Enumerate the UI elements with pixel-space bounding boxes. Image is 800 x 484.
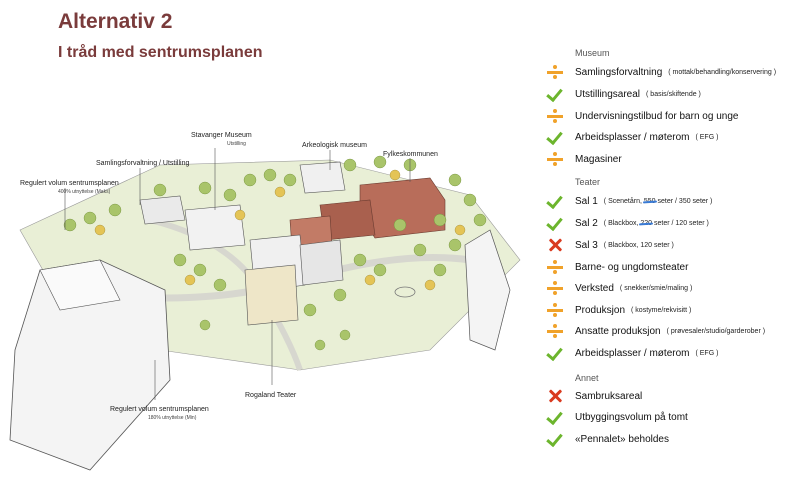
partial-icon xyxy=(545,149,565,169)
site-drawing xyxy=(9,148,521,471)
legend-item-note: ( EFG ) xyxy=(695,133,719,141)
legend-heading-teater: Teater xyxy=(575,177,601,187)
legend-note-pre: ( Scenetårn, xyxy=(603,197,642,205)
legend-item: «Pennalet» beholdes xyxy=(545,429,669,449)
check-icon xyxy=(545,191,565,211)
partial-icon xyxy=(545,62,565,82)
legend-item-note: ( mottak/behandling/konservering ) xyxy=(668,68,777,76)
legend-note-post: 120 seter ) xyxy=(640,241,674,249)
label-stavanger-museum-text: Stavanger Museum xyxy=(191,132,252,139)
check-icon xyxy=(545,127,565,147)
label-rogaland-teater: Rogaland Teater xyxy=(245,392,297,399)
label-regulert-bottom-text: Regulert volum sentrumsplanen xyxy=(110,406,209,413)
label-stavanger-museum-sub: Utstilling xyxy=(227,141,246,147)
legend-item: Produksjon ( kostyme/rekvisitt ) xyxy=(545,300,691,320)
partial-icon xyxy=(545,321,565,341)
check-icon xyxy=(545,84,565,104)
legend-item: Magasiner xyxy=(545,149,622,169)
legend-item: Utbyggingsvolum på tomt xyxy=(545,407,688,427)
legend-note-post: seter / 120 seter ) xyxy=(654,219,709,227)
legend-item: Barne- og ungdomsteater xyxy=(545,257,688,277)
legend-item-note: ( Scenetårn, 550 seter / 350 seter ) xyxy=(604,198,713,205)
legend-item-note: ( snekker/smie/maling ) xyxy=(619,284,693,292)
label-fylkeskommunen: Fylkeskommunen xyxy=(383,151,438,158)
legend-note-struck: 220 xyxy=(640,219,653,227)
legend-item-label: Magasiner xyxy=(575,153,622,165)
legend-item-label: Sal 2 xyxy=(575,217,598,229)
legend-item-label: Ansatte produksjon xyxy=(575,325,661,337)
legend-heading-museum: Museum xyxy=(575,48,610,58)
legend-note-post: seter / 350 seter ) xyxy=(657,197,713,205)
legend-item-label: Utbyggingsvolum på tomt xyxy=(575,411,688,423)
check-icon xyxy=(545,213,565,233)
label-stavanger-museum: Stavanger Museum Utstilling xyxy=(191,131,252,149)
legend-item-note: ( Blackbox, 220 seter / 120 seter ) xyxy=(604,220,709,227)
legend-item: Sambruksareal xyxy=(545,386,642,406)
label-regulert-top-sub: 400% utnyttelse (Maks) xyxy=(58,189,111,195)
legend-item-note: ( prøvesaler/studio/garderober ) xyxy=(666,327,766,335)
label-arkeologisk: Arkeologisk museum xyxy=(302,142,367,149)
cross-icon xyxy=(545,386,565,406)
partial-icon xyxy=(545,300,565,320)
slide-subtitle: I tråd med sentrumsplanen xyxy=(58,44,263,61)
legend-item: Sal 3 ( Blackbox, 120 seter ) xyxy=(545,235,674,255)
legend-item: Ansatte produksjon ( prøvesaler/studio/g… xyxy=(545,321,765,341)
label-regulert-top: Regulert volum sentrumsplanen 400% utnyt… xyxy=(20,179,119,197)
legend-item-label: Barne- og ungdomsteater xyxy=(575,261,689,273)
legend-item: Arbeidsplasser / møterom ( EFG ) xyxy=(545,127,718,147)
legend-item: Sal 1 ( Scenetårn, 550 seter / 350 seter… xyxy=(545,191,712,211)
legend-item-label: Samlingsforvaltning xyxy=(575,66,663,78)
legend-item-label: Utstillingsareal xyxy=(575,88,641,100)
legend-item-note: ( kostyme/rekvisitt ) xyxy=(631,306,692,314)
check-icon xyxy=(545,343,565,363)
legend-note-pre: ( Blackbox, xyxy=(603,219,639,227)
legend-item-label: Verksted xyxy=(575,282,614,294)
legend-item: Samlingsforvaltning ( mottak/behandling/… xyxy=(545,62,776,82)
legend-item-label: «Pennalet» beholdes xyxy=(575,433,669,445)
legend-item-label: Sal 3 xyxy=(575,239,598,251)
legend-item: Sal 2 ( Blackbox, 220 seter / 120 seter … xyxy=(545,213,709,233)
legend-heading-annet: Annet xyxy=(575,373,599,383)
legend-note-struck: 550 xyxy=(643,197,656,205)
legend-item-label: Sal 1 xyxy=(575,195,598,207)
legend-item-label: Arbeidsplasser / møterom xyxy=(575,347,690,359)
legend-item: Undervisningstilbud for barn og unge xyxy=(545,106,738,126)
legend-item-note: ( Blackbox, 120 seter ) xyxy=(604,242,674,249)
legend-item-note: ( basis/skiftende ) xyxy=(646,90,701,98)
check-icon xyxy=(545,429,565,449)
label-regulert-bottom-sub: 180% utnyttelse (Min) xyxy=(148,415,197,421)
partial-icon xyxy=(545,106,565,126)
legend-item-label: Undervisningstilbud for barn og unge xyxy=(575,110,739,122)
site-illustration: Regulert volum sentrumsplanen 400% utnyt… xyxy=(0,120,560,479)
legend-item: Utstillingsareal ( basis/skiftende ) xyxy=(545,84,701,104)
legend-note-pre: ( Blackbox, xyxy=(603,241,639,249)
legend-item: Arbeidsplasser / møterom ( EFG ) xyxy=(545,343,718,363)
partial-icon xyxy=(545,278,565,298)
legend-item-note: ( EFG ) xyxy=(695,349,719,357)
legend-item: Verksted ( snekker/smie/maling ) xyxy=(545,278,692,298)
legend-item-label: Sambruksareal xyxy=(575,390,643,402)
legend-item-label: Arbeidsplasser / møterom xyxy=(575,131,690,143)
check-icon xyxy=(545,407,565,427)
label-samlings: Samlingsforvaltning / Utstilling xyxy=(96,160,190,167)
cross-icon xyxy=(545,235,565,255)
label-regulert-bottom: Regulert volum sentrumsplanen 180% utnyt… xyxy=(110,405,209,423)
label-regulert-top-text: Regulert volum sentrumsplanen xyxy=(20,180,119,187)
partial-icon xyxy=(545,257,565,277)
slide-title: Alternativ 2 xyxy=(58,10,173,33)
legend-item-label: Produksjon xyxy=(575,304,626,316)
